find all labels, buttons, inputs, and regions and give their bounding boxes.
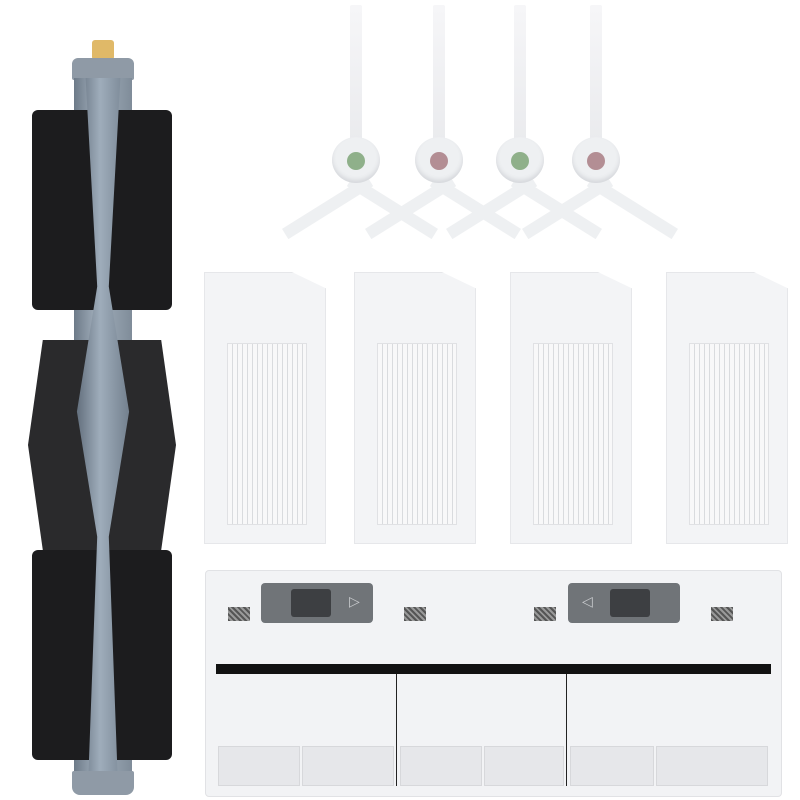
hepa-filter-1 xyxy=(204,272,326,544)
cover-tab xyxy=(484,746,564,786)
side-brush-3 xyxy=(446,5,602,255)
hub-dot xyxy=(587,152,605,170)
brush-cover: ▷ ◁ xyxy=(205,570,782,797)
vent-grille xyxy=(534,607,556,621)
cover-tab xyxy=(302,746,394,786)
main-roller-brush xyxy=(28,40,178,795)
arrow-right-icon: ▷ xyxy=(349,593,360,609)
brush-arm xyxy=(350,5,362,165)
latch-slider xyxy=(291,589,331,617)
latch-right: ◁ xyxy=(568,583,680,623)
roller-end-cap-top xyxy=(72,58,134,80)
cover-tab xyxy=(656,746,768,786)
brush-arm xyxy=(590,5,602,165)
hepa-filter-2 xyxy=(354,272,476,544)
roller-end-cap-bottom xyxy=(72,771,134,795)
brush-arm xyxy=(514,5,526,165)
side-brush-4 xyxy=(522,5,678,255)
vent-grille xyxy=(404,607,426,621)
latch-slider xyxy=(610,589,650,617)
latch-left: ▷ xyxy=(261,583,373,623)
hub-dot xyxy=(430,152,448,170)
brush-arm xyxy=(586,175,678,240)
roller-axle xyxy=(92,40,114,60)
cover-tab xyxy=(400,746,482,786)
vent-grille xyxy=(228,607,250,621)
hub-dot xyxy=(511,152,529,170)
cover-divider xyxy=(566,674,567,786)
filter-mesh xyxy=(377,343,457,525)
cover-black-strip xyxy=(216,664,771,674)
hepa-filter-4 xyxy=(666,272,788,544)
filter-mesh xyxy=(689,343,769,525)
arrow-left-icon: ◁ xyxy=(582,593,593,609)
hepa-filter-3 xyxy=(510,272,632,544)
hub-dot xyxy=(347,152,365,170)
cover-tab xyxy=(218,746,300,786)
filter-mesh xyxy=(533,343,613,525)
cover-divider xyxy=(396,674,397,786)
side-brush-1 xyxy=(282,5,438,255)
filter-mesh xyxy=(227,343,307,525)
side-brush-2 xyxy=(365,5,521,255)
vent-grille xyxy=(711,607,733,621)
brush-arm xyxy=(433,5,445,165)
cover-tab xyxy=(570,746,654,786)
